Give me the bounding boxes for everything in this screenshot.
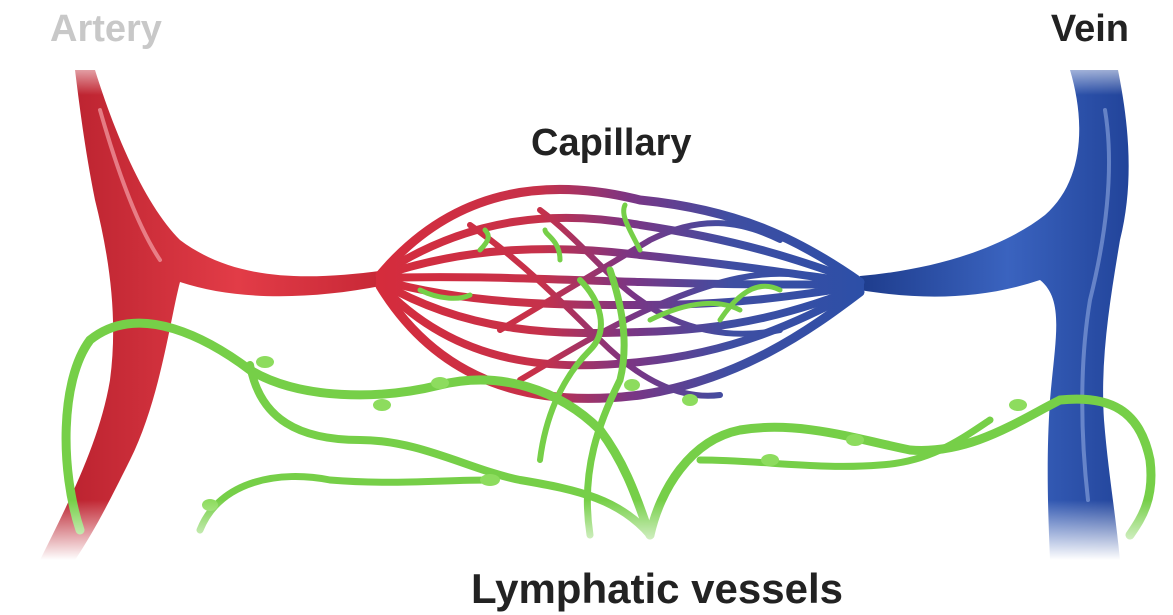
capillary-label: Capillary bbox=[531, 124, 692, 162]
artery-vessel bbox=[40, 70, 400, 560]
artery-label: Artery bbox=[50, 10, 162, 48]
vein-label: Vein bbox=[1051, 10, 1129, 48]
vein-vessel bbox=[860, 70, 1129, 560]
lymphatic-vessels-label: Lymphatic vessels bbox=[471, 568, 843, 610]
